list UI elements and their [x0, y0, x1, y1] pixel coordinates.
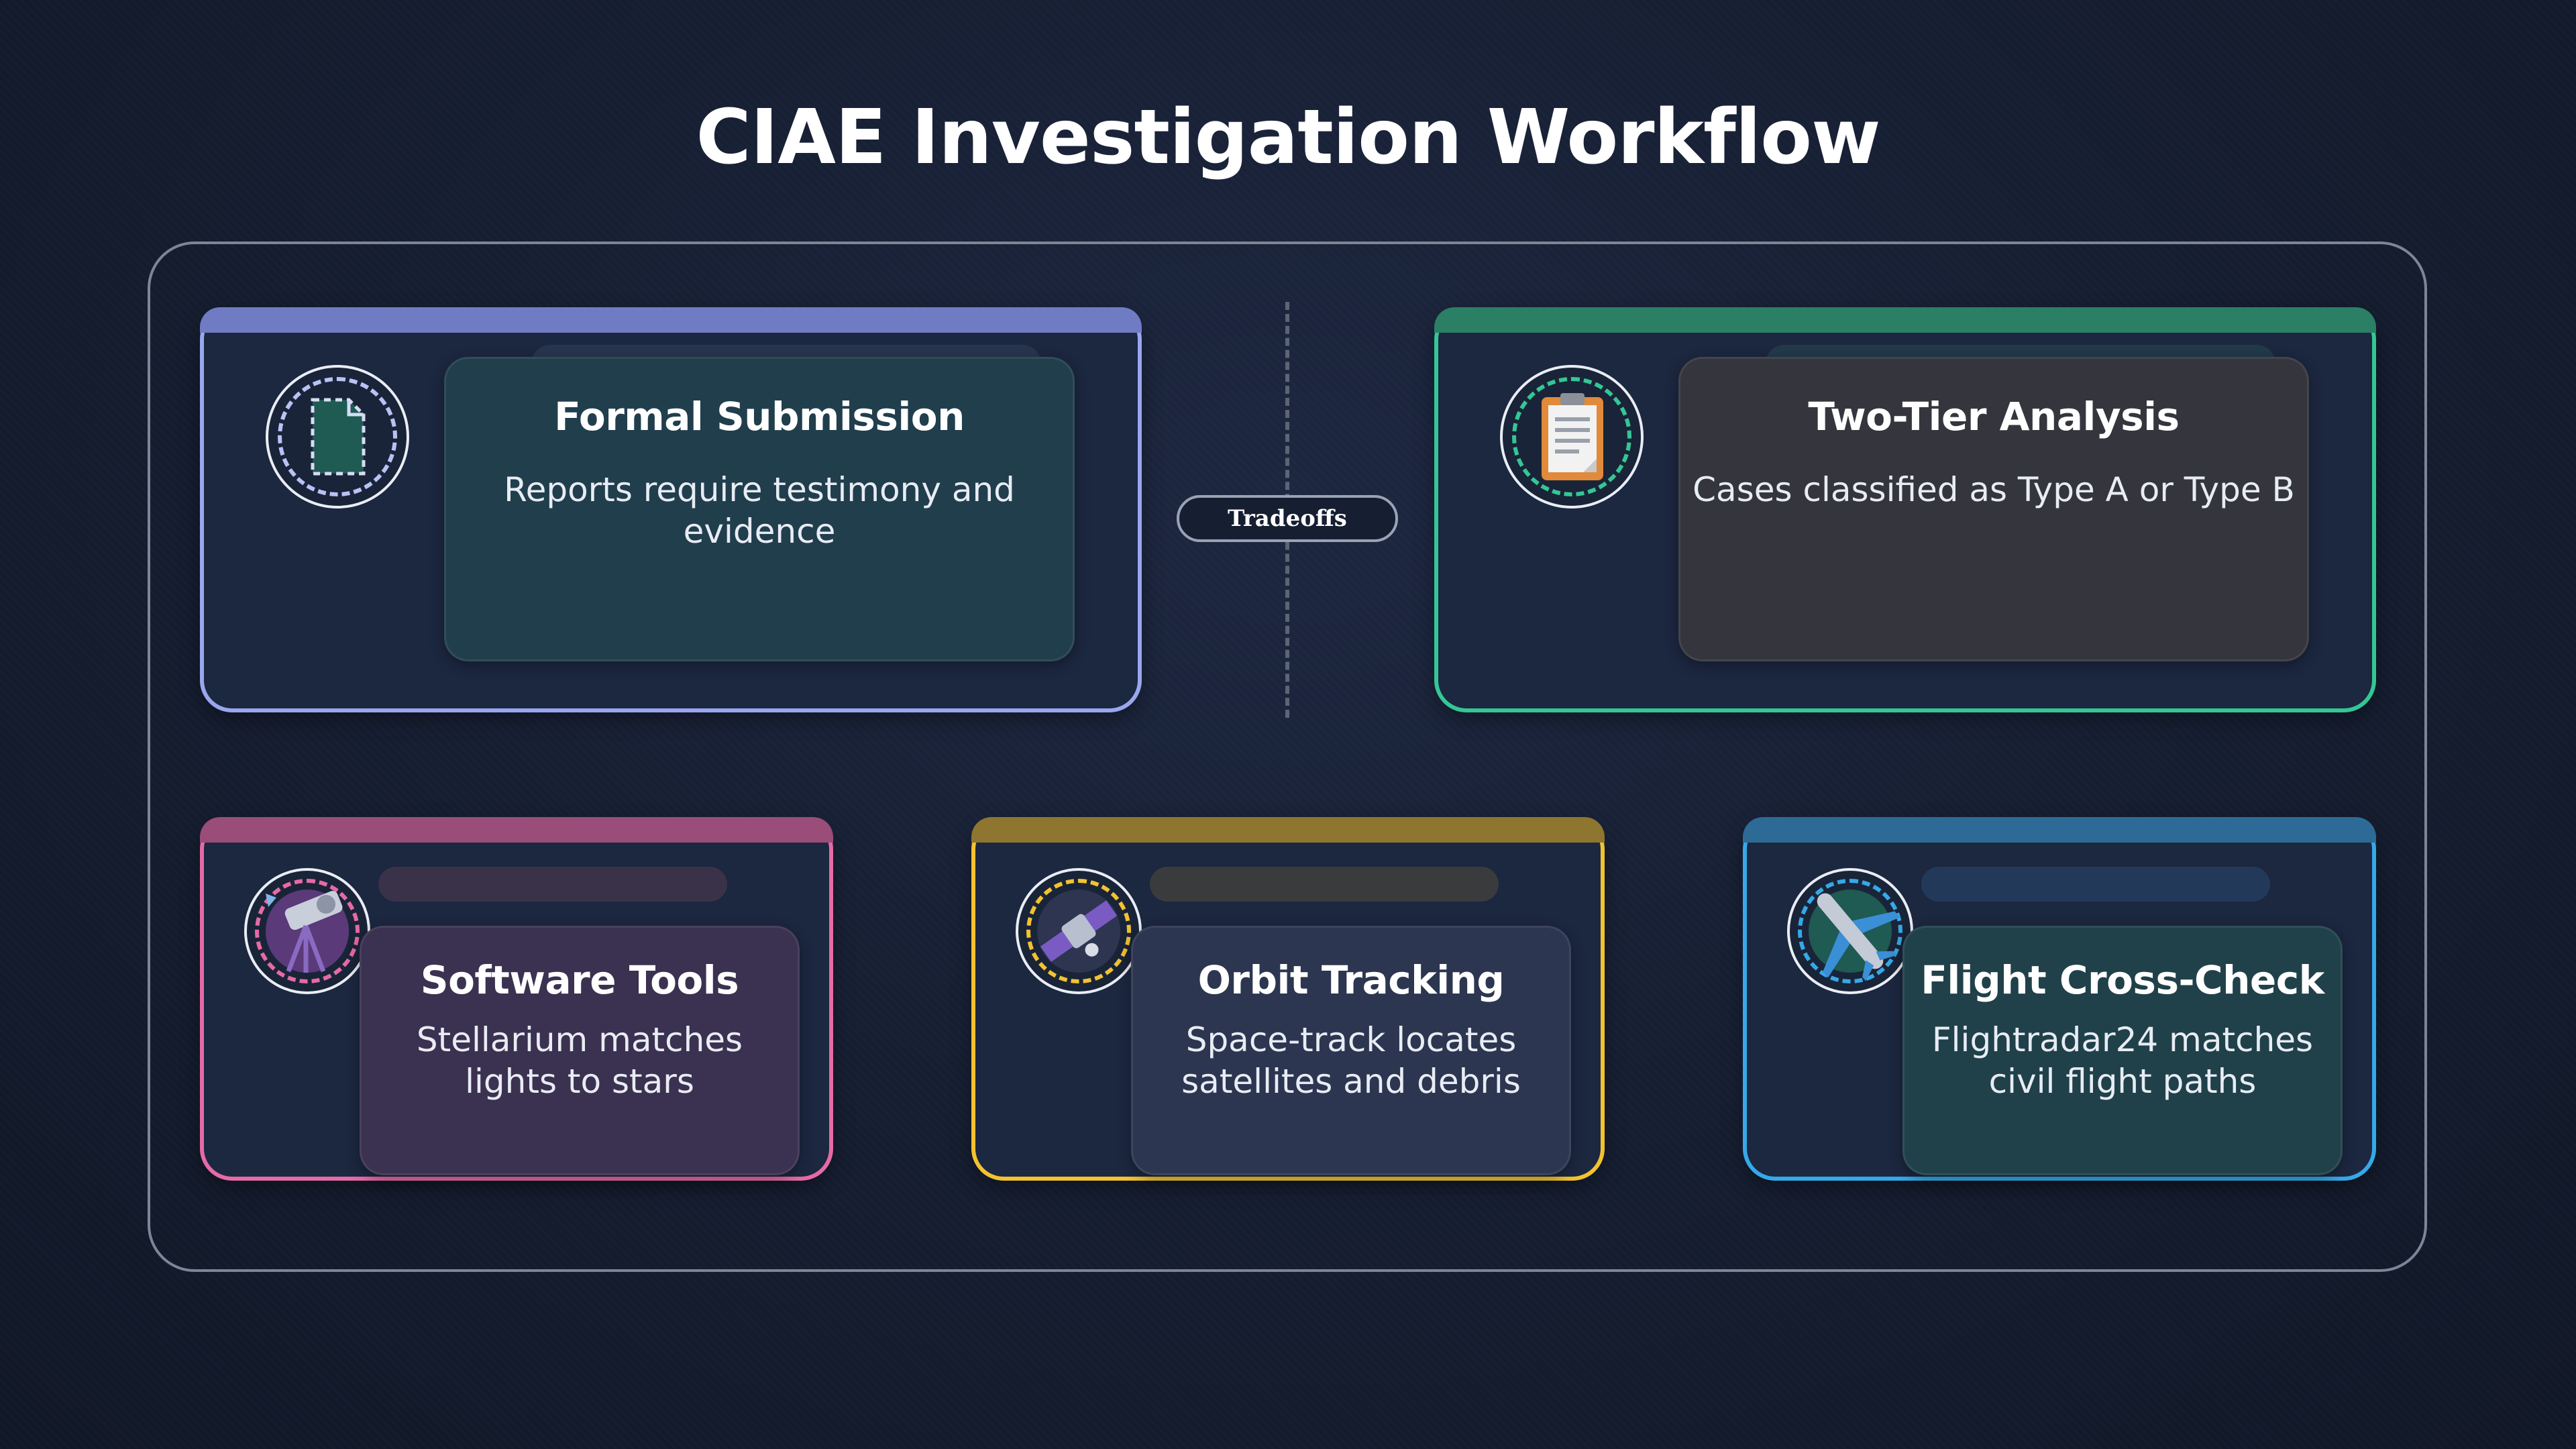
card-description: Reports require testimony and evidence: [504, 470, 1015, 551]
card-accent-bar: [200, 817, 833, 843]
telescope-icon: [244, 868, 370, 994]
card-content: Two-Tier Analysis Cases classified as Ty…: [1678, 357, 2309, 661]
card-content: Software Tools Stellarium matches lights…: [360, 926, 800, 1175]
card-description: Stellarium matches lights to stars: [416, 1020, 743, 1101]
card-description: Space-track locates satellites and debri…: [1181, 1020, 1521, 1101]
page-title: CIAE Investigation Workflow: [696, 94, 1880, 181]
card-two-tier-analysis: Two-Tier Analysis Cases classified as Ty…: [1434, 307, 2376, 712]
card-heading: Orbit Tracking: [1197, 957, 1505, 1003]
card-formal-submission: Formal Submission Reports require testim…: [200, 307, 1142, 712]
card-heading: Software Tools: [420, 957, 739, 1003]
workflow-frame: [148, 241, 2427, 1272]
card-orbit-tracking: Orbit Tracking Space-track locates satel…: [971, 817, 1605, 1181]
tradeoffs-label: Tradeoffs: [1177, 495, 1398, 542]
card-heading: Formal Submission: [554, 394, 965, 439]
card-decoration: [1921, 867, 2270, 902]
card-accent-bar: [1743, 817, 2376, 843]
card-heading: Two-Tier Analysis: [1808, 394, 2180, 439]
document-icon: [266, 365, 409, 508]
airplane-icon: [1787, 868, 1913, 994]
card-content: Flight Cross-Check Flightradar24 matches…: [1902, 926, 2343, 1175]
card-description: Cases classified as Type A or Type B: [1693, 470, 2295, 509]
card-flight-cross-check: Flight Cross-Check Flightradar24 matches…: [1743, 817, 2376, 1181]
card-heading: Flight Cross-Check: [1921, 957, 2324, 1003]
card-accent-bar: [971, 817, 1605, 843]
card-decoration: [378, 867, 727, 902]
clipboard-icon: [1500, 365, 1644, 508]
card-accent-bar: [200, 307, 1142, 333]
card-decoration: [1150, 867, 1499, 902]
card-content: Orbit Tracking Space-track locates satel…: [1131, 926, 1571, 1175]
card-accent-bar: [1434, 307, 2376, 333]
card-software-tools: Software Tools Stellarium matches lights…: [200, 817, 833, 1181]
satellite-icon: [1016, 868, 1142, 994]
card-content: Formal Submission Reports require testim…: [444, 357, 1075, 661]
card-description: Flightradar24 matches civil flight paths: [1931, 1020, 2314, 1101]
